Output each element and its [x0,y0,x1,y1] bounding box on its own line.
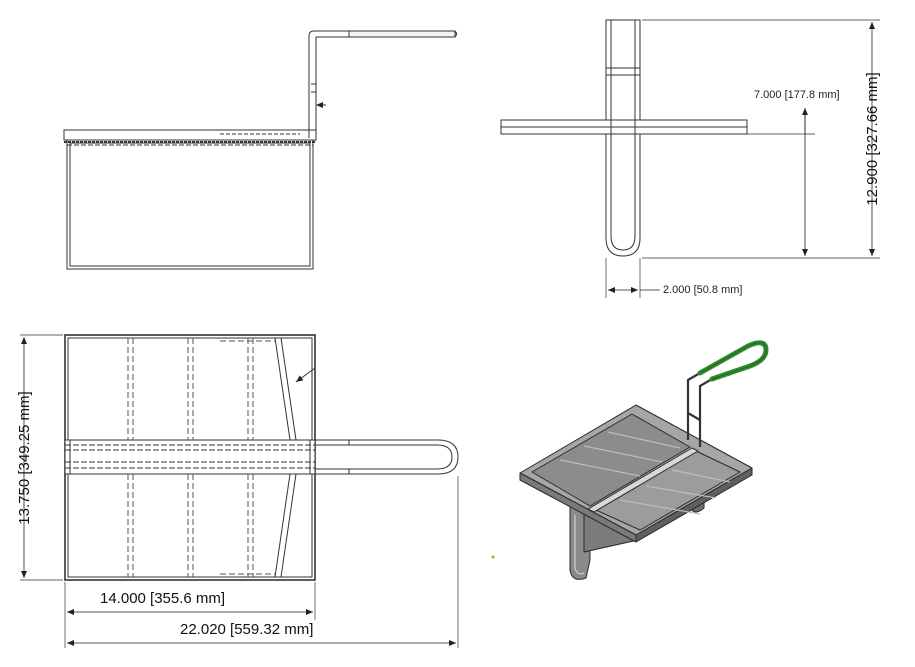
dim-basket-width: 14.000 [355.6 mm] [100,590,225,607]
iso-handle-grip [697,340,769,382]
top-handle [315,439,459,475]
top-view [20,334,459,648]
dim-total-length: 22.020 [559.32 mm] [180,621,313,638]
front-rim [63,129,317,141]
isometric-view [519,340,769,580]
front-basket-body [66,139,314,270]
side-handle [605,19,641,257]
dim-basket-depth: 13.750 [349.25 mm] [16,391,33,524]
front-handle [308,30,457,138]
dim-total-height: 12.900 [327.66 mm] [864,72,881,205]
dim-handle-spacing: 2.000 [50.8 mm] [663,284,743,296]
stray-mark [491,555,495,559]
dim-handle-offset: 7.000 [177.8 mm] [754,89,840,101]
front-view [63,30,457,270]
front-handle-grip [348,30,456,38]
total-height-label-wrap: 12.900 [327.66 mm] [864,72,881,205]
side-view-dimensions [608,22,875,293]
side-view [500,19,880,298]
basket-depth-label-wrap: 13.750 [349.25 mm] [16,391,33,524]
top-view-dimensions [21,337,456,646]
